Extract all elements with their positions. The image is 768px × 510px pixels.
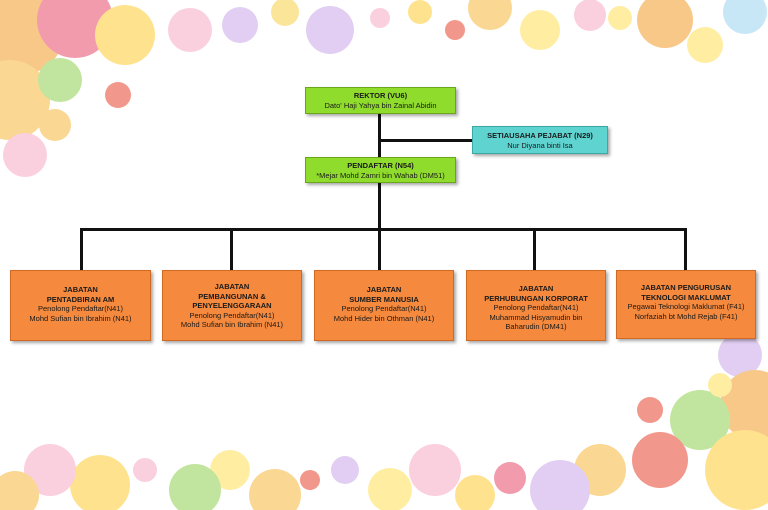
node-pendaftar-title: PENDAFTAR (N54) [347,161,414,170]
dept-role: Penolong Pendaftar(N41) [341,304,427,313]
node-dept-sumber-manusia: JABATAN SUMBER MANUSIA Penolong Pendafta… [314,270,454,341]
dept-title-line2: TEKNOLOGI MAKLUMAT [641,292,731,302]
node-dept-pembangunan: JABATAN PEMBANGUNAN & PENYELENGGARAAN Pe… [162,270,302,341]
dept-role: Pegawai Teknologi Maklumat (F41) [627,302,745,311]
dept-person: Mohd Sufian bin Ibrahim (N41) [180,320,284,329]
connector-horizontal-bus [80,228,687,231]
dept-person: Norfaziah bt Mohd Rejab (F41) [634,311,738,321]
node-pendaftar: PENDAFTAR (N54) *Mejar Mohd Zamri bin Wa… [305,157,456,183]
dept-person: Mohd Sufian bin Ibrahim (N41) [29,313,132,323]
node-setiausaha-title: SETIAUSAHA PEJABAT (N29) [487,131,593,140]
dept-title-line2: PERHUBUNGAN KORPORAT [484,293,588,303]
node-pendaftar-name: *Mejar Mohd Zamri bin Wahab (DM51) [316,170,445,180]
node-rektor-name: Dato' Haji Yahya bin Zainal Abidin [324,100,437,110]
node-dept-perhubungan: JABATAN PERHUBUNGAN KORPORAT Penolong Pe… [466,270,606,341]
dept-title-line1: JABATAN PENGURUSAN [640,283,732,292]
connector-dept-1 [80,228,83,271]
dept-title-line1: JABATAN [214,282,250,291]
dept-person: Mohd Hider bin Othman (N41) [333,313,435,323]
dept-title-line1: JABATAN [518,284,554,293]
dept-person: Muhammad Hisyamudin bin [489,312,583,322]
node-dept-pentadbiran: JABATAN PENTADBIRAN AM Penolong Pendafta… [10,270,151,341]
dept-person-line2: Baharudin (DM41) [505,322,567,331]
connector-rektor-pendaftar [378,113,381,158]
dept-title-line3: PENYELENGGARAAN [192,301,272,310]
connector-pendaftar-down [378,182,381,230]
dept-title-line1: JABATAN [63,285,98,294]
node-dept-teknologi-maklumat: JABATAN PENGURUSAN TEKNOLOGI MAKLUMAT Pe… [616,270,756,339]
dept-role: Penolong Pendaftar(N41) [189,310,275,320]
dept-title-line2: PEMBANGUNAN & [198,291,266,301]
connector-dept-3 [378,228,381,271]
dept-role: Penolong Pendaftar(N41) [37,304,124,313]
node-setiausaha-name: Nur Diyana binti Isa [507,140,573,150]
dept-title-line1: JABATAN [366,285,402,294]
dept-title-line2: SUMBER MANUSIA [349,294,419,304]
connector-dept-2 [230,228,233,271]
connector-dept-4 [533,228,536,271]
node-rektor-title: REKTOR (VU6) [353,91,408,100]
connector-to-setiausaha [378,139,474,142]
dept-title-line2: PENTADBIRAN AM [46,294,115,304]
connector-dept-5 [684,228,687,271]
dept-role: Penolong Pendaftar(N41) [493,303,579,312]
node-setiausaha: SETIAUSAHA PEJABAT (N29) Nur Diyana bint… [472,126,608,154]
node-rektor: REKTOR (VU6) Dato' Haji Yahya bin Zainal… [305,87,456,114]
